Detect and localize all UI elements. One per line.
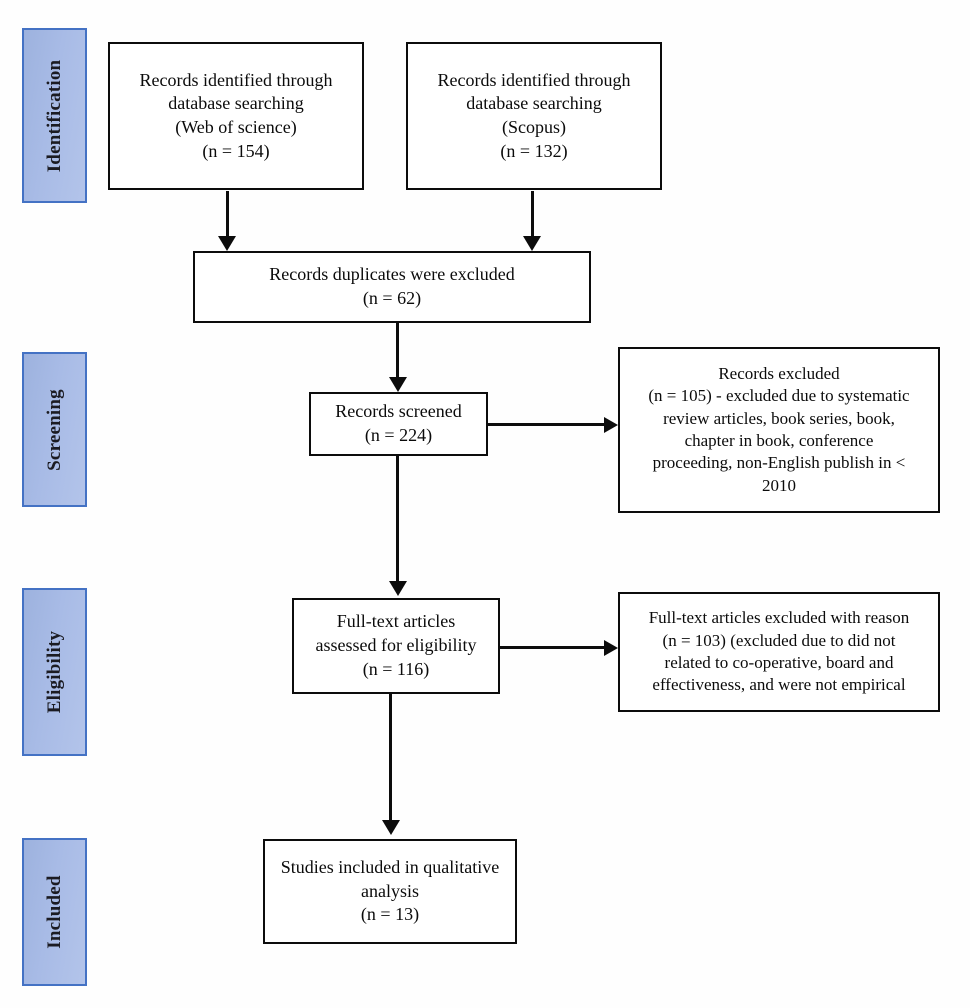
box-fulltext-articles-excluded-with-reason: Full-text articles excluded with reason … (618, 592, 940, 712)
box-studies-included-in-qualitative-analysis-text: Studies included in qualitative analysis… (280, 856, 500, 925)
box-fulltext-assessed-for-eligibility-text: Full-text articles assessed for eligibil… (315, 611, 477, 679)
box-records-duplicates-excluded: Records duplicates were excluded (n = 62… (193, 251, 591, 323)
stage-screening: Screening (22, 352, 87, 507)
box-records-screened: Records screened (n = 224) (309, 392, 488, 456)
box-records-excluded: Records excluded (n = 105) - excluded du… (618, 347, 940, 513)
stage-eligibility-label: Eligibility (43, 630, 65, 714)
box-records-duplicates-excluded-text: Records duplicates were excluded (n = 62… (269, 264, 515, 308)
stage-included-label: Included (43, 875, 65, 949)
connector-screened-to-fulltext (396, 456, 399, 582)
arrowhead-screened-to-fulltext (389, 581, 407, 596)
connector-fulltext-to-included (389, 694, 392, 821)
connector-screened-to-excluded (488, 423, 606, 426)
connector-duplicates-to-screened (396, 323, 399, 378)
arrowhead-fulltext-to-excluded (604, 640, 618, 656)
box-records-identified-web-of-science-text: Records identified through database sear… (139, 69, 333, 161)
arrowhead-duplicates-to-screened (389, 377, 407, 392)
arrowhead-fulltext-to-included (382, 820, 400, 835)
stage-screening-label: Screening (43, 388, 65, 471)
box-records-excluded-text: Records excluded (n = 105) - excluded du… (648, 363, 910, 495)
box-records-identified-scopus: Records identified through database sear… (406, 42, 662, 190)
arrowhead-wos-to-duplicates (218, 236, 236, 251)
stage-eligibility: Eligibility (22, 588, 87, 756)
connector-scopus-to-duplicates (531, 191, 534, 239)
box-fulltext-assessed-for-eligibility: Full-text articles assessed for eligibil… (292, 598, 500, 694)
arrowhead-scopus-to-duplicates (523, 236, 541, 251)
box-studies-included-in-qualitative-analysis: Studies included in qualitative analysis… (263, 839, 517, 944)
stage-identification: Identification (22, 28, 87, 203)
stage-included: Included (22, 838, 87, 986)
box-records-screened-text: Records screened (n = 224) (335, 401, 462, 445)
box-records-identified-scopus-text: Records identified through database sear… (437, 69, 631, 161)
connector-fulltext-to-excluded (500, 646, 606, 649)
connector-wos-to-duplicates (226, 191, 229, 239)
stage-identification-label: Identification (43, 59, 65, 172)
box-fulltext-articles-excluded-with-reason-text: Full-text articles excluded with reason … (648, 608, 910, 695)
arrowhead-screened-to-excluded (604, 417, 618, 433)
box-records-identified-web-of-science: Records identified through database sear… (108, 42, 364, 190)
